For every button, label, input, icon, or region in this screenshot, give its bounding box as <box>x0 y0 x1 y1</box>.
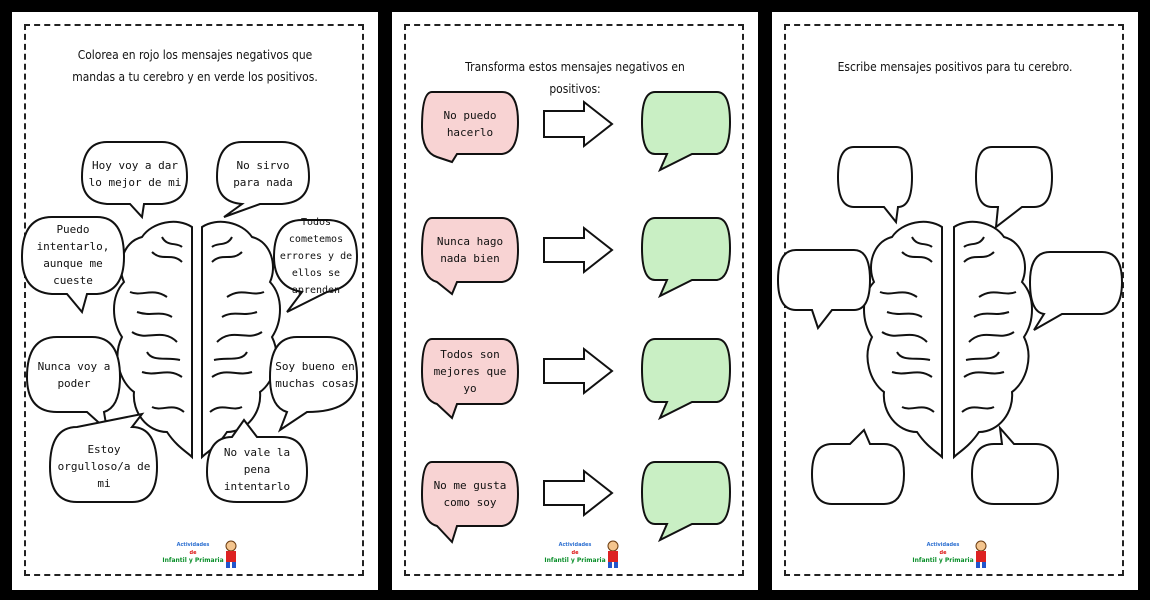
negative-speech-bubble <box>420 217 520 296</box>
positive-speech-bubble <box>640 338 732 421</box>
dashed-frame <box>24 24 364 576</box>
speech-bubble <box>205 418 309 503</box>
empty-speech-bubble <box>776 249 872 331</box>
negative-message-text: No puedo hacerlo <box>443 109 497 139</box>
logo-line-2: de <box>939 550 947 556</box>
bubble-text: Hoy voy a dar lo mejor de mi <box>88 159 182 189</box>
speech-bubble <box>272 219 359 313</box>
brain-left-hemisphere <box>863 220 943 460</box>
kid-mascot-icon <box>975 540 987 568</box>
worksheet-page-colorea: Colorea en rojo los mensajes negativos q… <box>12 12 378 590</box>
speech-bubble <box>268 336 359 433</box>
brand-logo: Actividades de Infantil y Primaria <box>912 540 992 570</box>
brand-logo: Actividades de Infantil y Primaria <box>544 540 624 570</box>
positive-speech-bubble <box>640 461 732 543</box>
logo-line-1: Actividades <box>176 542 210 548</box>
negative-message-text: Todos son mejores que yo <box>433 347 507 395</box>
negative-message-text: No me gusta como soy <box>433 479 507 509</box>
logo-line-2: de <box>189 550 197 556</box>
positive-speech-bubble <box>640 91 732 173</box>
kid-mascot-icon <box>225 540 237 568</box>
brain-illustration <box>20 141 359 503</box>
empty-speech-bubble <box>970 424 1060 505</box>
dashed-frame <box>404 24 744 576</box>
speech-bubble <box>80 141 189 220</box>
logo-line-1: Actividades <box>926 542 960 548</box>
bubble-text: No sirvo para nada <box>233 159 293 189</box>
worksheet-page-transforma: Transforma estos mensajes negativos en p… <box>392 12 758 590</box>
empty-speech-bubble <box>974 146 1054 230</box>
positive-speech-bubble <box>640 217 732 299</box>
bubble-text: Todos cometemos errores y de ellos se ap… <box>279 216 353 296</box>
bubble-text: No vale la pena intentarlo <box>223 445 291 493</box>
empty-speech-bubble <box>836 146 914 225</box>
arrow-icon <box>543 99 614 149</box>
empty-speech-bubble <box>1028 251 1124 331</box>
brand-logo: Actividades de Infantil y Primaria <box>162 540 242 570</box>
speech-bubble <box>215 141 311 218</box>
bubble-text: Nunca voy a poder <box>37 360 111 390</box>
negative-message-text: Nunca hago nada bien <box>436 235 504 265</box>
negative-speech-bubble <box>420 461 520 544</box>
logo-line-3: Infantil y Primaria <box>544 557 606 564</box>
negative-speech-bubble <box>420 91 520 164</box>
negative-speech-bubble <box>420 338 520 420</box>
logo-line-1: Actividades <box>558 542 592 548</box>
page-title: Colorea en rojo los mensajes negativos q… <box>72 47 318 84</box>
kid-mascot-icon <box>607 540 619 568</box>
logo-line-3: Infantil y Primaria <box>162 557 224 564</box>
bubble-text: Estoy orgulloso/a de mi <box>57 442 151 490</box>
speech-bubble <box>20 216 126 315</box>
bubble-text: Soy bueno en muchas cosas <box>275 360 355 390</box>
brain-illustration <box>776 146 1124 505</box>
bubble-text: Puedo intentarlo, aunque me cueste <box>36 223 110 287</box>
brain-right-hemisphere <box>953 220 1033 460</box>
arrow-icon <box>543 468 614 518</box>
arrow-icon <box>543 346 614 396</box>
brain-left-hemisphere <box>113 220 193 460</box>
arrow-icon <box>543 225 614 275</box>
page-title: Escribe mensajes positivos para tu cereb… <box>837 59 1073 74</box>
logo-line-2: de <box>571 550 579 556</box>
empty-speech-bubble <box>810 428 906 505</box>
brain-right-hemisphere <box>201 220 281 460</box>
speech-bubble <box>48 412 159 503</box>
transform-rows <box>420 91 732 544</box>
page-title: Transforma estos mensajes negativos en p… <box>465 59 685 96</box>
logo-line-3: Infantil y Primaria <box>912 557 974 564</box>
worksheet-page-escribe: Escribe mensajes positivos para tu cereb… <box>772 12 1138 590</box>
